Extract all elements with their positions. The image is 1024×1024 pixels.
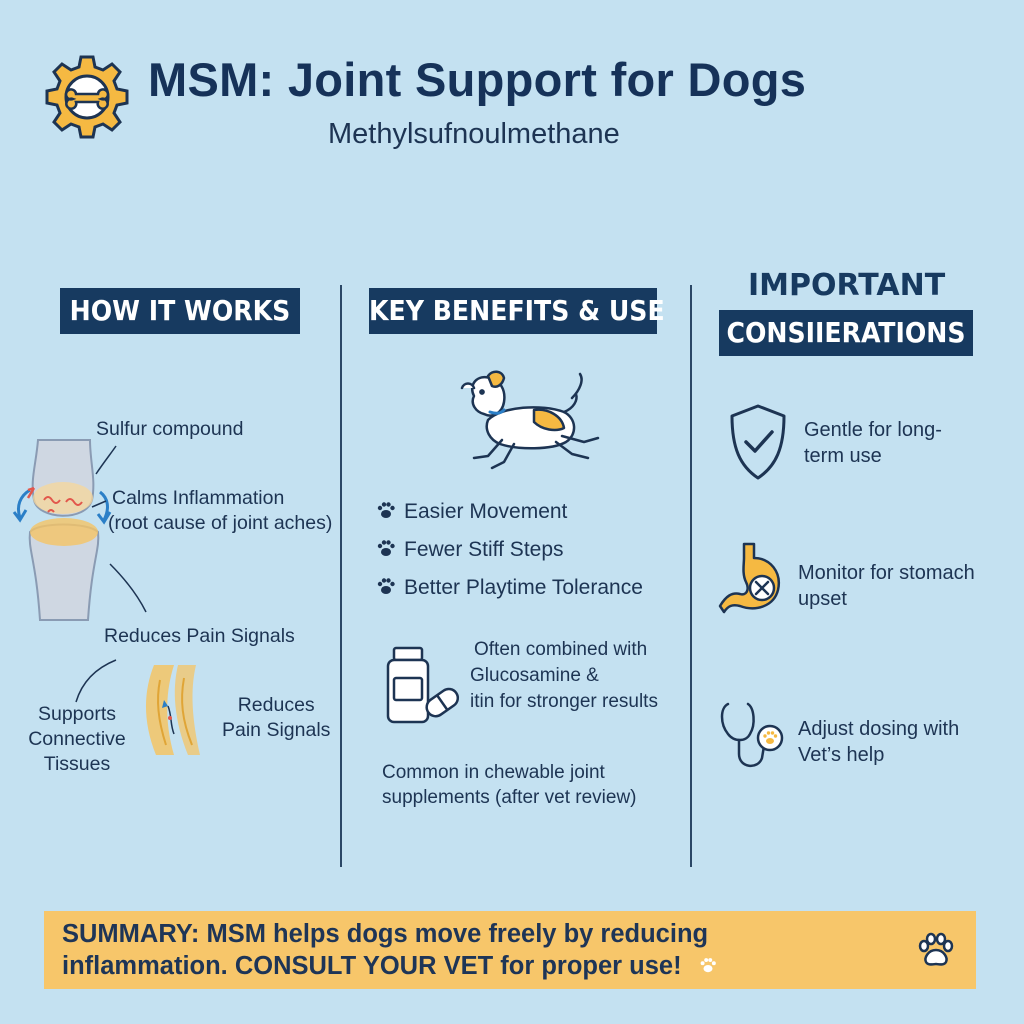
- how-it-works-heading: HOW IT WORKS: [60, 288, 300, 334]
- label-calms-inflammation: Calms Inflammation (root cause of joint …: [108, 487, 333, 534]
- combined-with-text: Often combined with Glucosamine & itin f…: [470, 639, 658, 712]
- small-paw-icon: [700, 958, 716, 973]
- label-sulfur-compound: Sulfur compound: [96, 418, 244, 440]
- chewable-supplements-text: Common in chewable joint supplements (af…: [382, 762, 637, 808]
- key-benefits-heading: KEY BENEFITS & USE: [369, 288, 665, 334]
- paw-icon: [377, 502, 395, 518]
- stomach-icon: [718, 542, 781, 614]
- summary-text: SUMMARY: MSM helps dogs move freely by r…: [62, 918, 717, 982]
- gear-bone-icon: [45, 55, 129, 139]
- important-heading-line2: CONSIIERATIONS: [719, 310, 973, 356]
- label-reduces-pain-signals: Reduces Pain Signals: [104, 625, 295, 647]
- benefit-item: Better Playtime Tolerance: [376, 576, 643, 600]
- label-reduces-pain-signals-2: Reduces Pain Signals: [222, 694, 331, 741]
- stethoscope-icon: [720, 702, 784, 767]
- label-supports-connective-tissues: Supports Connective Tissues: [28, 703, 126, 775]
- knee-joint-icon: [12, 439, 112, 621]
- important-heading-line1: IMPORTANT: [748, 268, 946, 303]
- summary-banner: [44, 911, 976, 989]
- page-subtitle: Methylsufnoulmethane: [328, 118, 620, 150]
- consideration-item: Monitor for stomach upset: [798, 562, 975, 610]
- connector-lines: [75, 445, 147, 703]
- shield-check-icon: [730, 404, 786, 480]
- benefit-item: Fewer Stiff Steps: [376, 538, 564, 562]
- column-divider-right: [690, 285, 692, 867]
- page-title: MSM: Joint Support for Dogs: [148, 53, 807, 106]
- paw-icon: [377, 578, 395, 594]
- supplement-bottle-icon: [386, 646, 460, 724]
- paw-icon: [377, 540, 395, 556]
- consideration-item: Adjust dosing with Vet’s help: [798, 718, 960, 766]
- column-divider-left: [340, 285, 342, 867]
- running-dog-icon: [460, 370, 600, 470]
- connective-tissue-icon: [146, 665, 200, 755]
- paw-outline-icon: [918, 932, 954, 966]
- consideration-item: Gentle for long- term use: [804, 419, 942, 467]
- benefit-item: Easier Movement: [376, 500, 567, 524]
